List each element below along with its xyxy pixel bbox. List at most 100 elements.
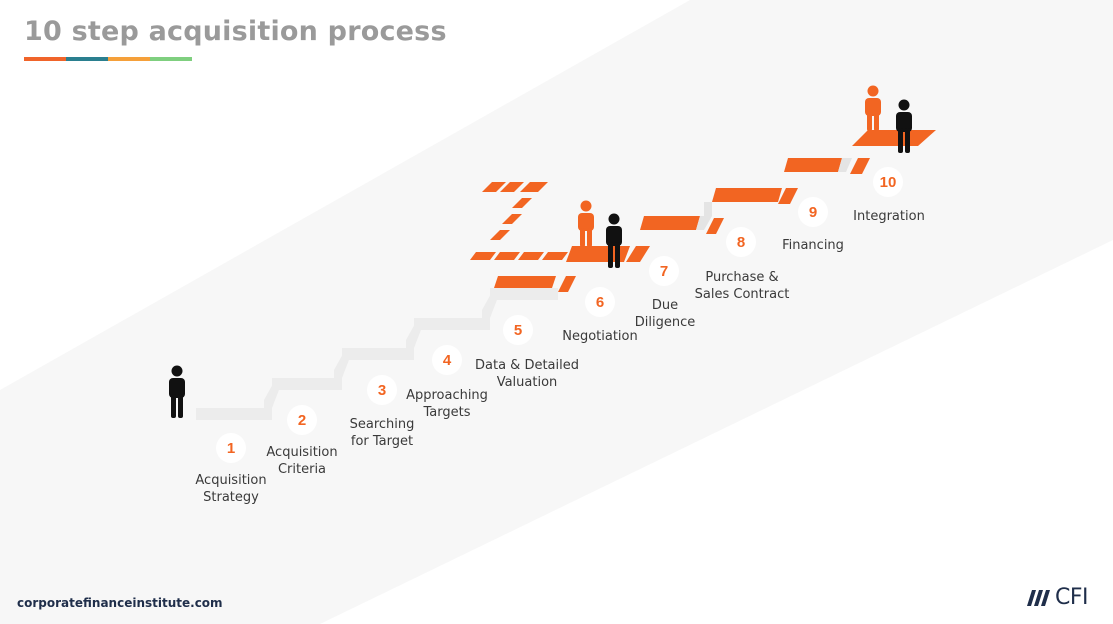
underline-segment-4 [150, 57, 192, 61]
scaffold-diag-2 [502, 214, 522, 224]
underline-segment-3 [108, 57, 150, 61]
step-9-label-line-1: Financing [782, 238, 844, 253]
stair-tread-4 [414, 318, 490, 330]
person-figure-start [169, 365, 185, 418]
scaffold-diag-1 [512, 198, 532, 208]
step-1-label-line-1: Acquisition [195, 473, 266, 488]
stair-riser-2 [334, 352, 352, 390]
step-4-label-line-1: Approaching [406, 388, 488, 403]
title-underline [24, 57, 192, 61]
platform-riser [626, 246, 650, 262]
stair-tread-1 [196, 408, 272, 420]
step-5-label-line-2: Valuation [497, 375, 558, 390]
step-3-label-line-2: for Target [351, 434, 413, 449]
stair-riser-4 [482, 292, 500, 330]
orange-staircase [470, 130, 936, 292]
scaffold-top-1 [482, 182, 506, 192]
gray-step-connectors [696, 158, 852, 230]
step-4-number: 4 [443, 352, 452, 369]
platform-slat-1 [470, 252, 496, 260]
step-3-number: 3 [378, 382, 386, 399]
step-2-circle [287, 405, 317, 435]
step-6-circle [585, 287, 615, 317]
person-figure-mid-orange [578, 200, 594, 247]
stair-riser-1 [264, 382, 282, 420]
step-9-number: 9 [809, 204, 817, 221]
person-figure-mid-dark [606, 213, 622, 268]
platform-slat-2 [494, 252, 520, 260]
stair-tread-3 [342, 348, 414, 360]
gray-staircase [196, 288, 558, 420]
step-7-circle [649, 256, 679, 286]
step-8-circle [726, 227, 756, 257]
orange-step-9 [784, 158, 842, 172]
orange-riser-7 [706, 218, 724, 234]
step-2-label-line-1: Acquisition [266, 445, 337, 460]
cfi-logo: CFI [1026, 585, 1089, 610]
step-8-label-line-2: Sales Contract [695, 287, 790, 302]
step-1-number: 1 [227, 440, 235, 457]
step-8-label-line-1: Purchase & [705, 270, 778, 285]
top-platform [852, 130, 936, 146]
step-3-circle [367, 375, 397, 405]
connector-7 [696, 216, 712, 230]
step-1-circle [216, 433, 246, 463]
step-2-number: 2 [298, 412, 306, 429]
step-markers: 1AcquisitionStrategy2AcquisitionCriteria… [195, 167, 925, 505]
step-4-circle [432, 345, 462, 375]
connector-8a [704, 202, 712, 216]
footer-url: corporatefinanceinstitute.com [17, 596, 223, 610]
platform-slat-3 [518, 252, 544, 260]
connector-9 [838, 158, 852, 172]
step-5-circle [503, 315, 533, 345]
step-9-circle [798, 197, 828, 227]
platform-main [566, 246, 630, 262]
step-1-label-line-2: Strategy [203, 490, 259, 505]
cfi-slash-logo-icon [1027, 589, 1050, 606]
page-title: 10 step acquisition process [24, 16, 447, 47]
step-7-number: 7 [660, 263, 668, 280]
scaffold-diag-3 [490, 230, 510, 240]
person-figure-top-orange [865, 85, 881, 131]
underline-segment-2 [66, 57, 108, 61]
stair-tread-2 [272, 378, 342, 390]
orange-step-5 [494, 276, 556, 288]
underline-segment-1 [24, 57, 66, 61]
step-6-label-line-1: Negotiation [562, 329, 638, 344]
person-figure-top-dark [896, 99, 912, 153]
step-5-number: 5 [514, 322, 522, 339]
platform-slat-4 [542, 252, 568, 260]
step-7-label-line-2: Diligence [635, 315, 695, 330]
orange-riser-5 [558, 276, 576, 292]
orange-step-8 [712, 188, 782, 202]
scaffold-top-3 [520, 182, 548, 192]
step-5-label-line-1: Data & Detailed [475, 358, 579, 373]
orange-riser-9 [850, 158, 870, 174]
step-10-label-line-1: Integration [853, 209, 925, 224]
orange-riser-8 [778, 188, 798, 204]
step-6-number: 6 [596, 294, 604, 311]
step-2-label-line-2: Criteria [278, 462, 326, 477]
step-7-label-line-1: Due [652, 298, 678, 313]
scaffolding [482, 182, 548, 240]
step-4-label-line-2: Targets [423, 405, 471, 420]
scaffold-top-2 [500, 182, 524, 192]
step-8-number: 8 [737, 234, 745, 251]
stair-tread-5 [490, 288, 558, 300]
step-10-circle [873, 167, 903, 197]
orange-step-7 [640, 216, 700, 230]
step-10-number: 10 [880, 174, 897, 191]
stair-riser-3 [406, 322, 424, 360]
